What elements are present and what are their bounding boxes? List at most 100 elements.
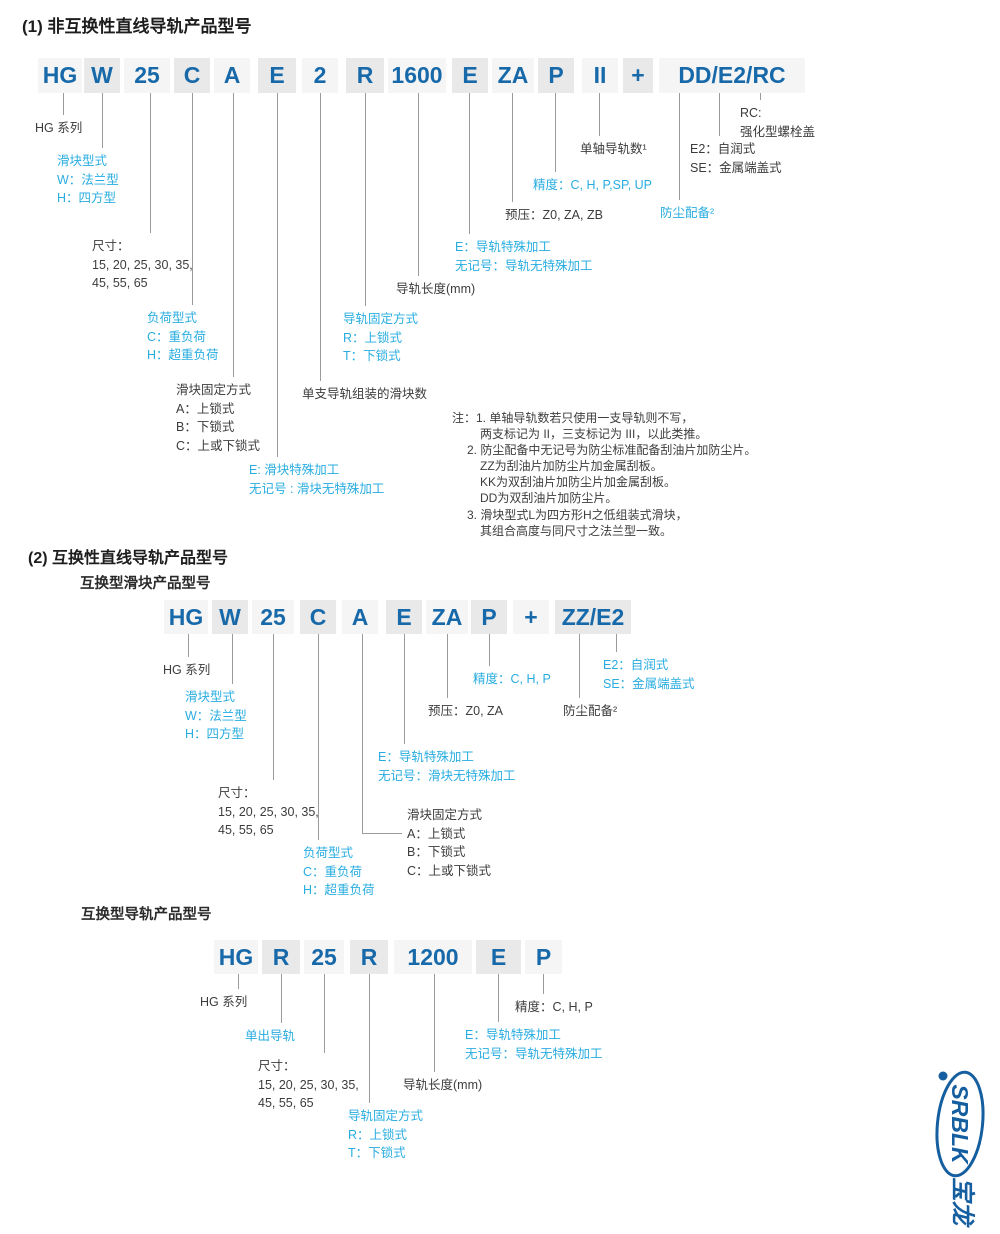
callout-line: 单出导轨 <box>245 1029 296 1043</box>
code-token: A <box>214 58 250 93</box>
code-token: W <box>84 58 120 93</box>
callout-label: 防尘配备² <box>563 702 617 721</box>
callout-line: 防尘配备² <box>563 704 618 718</box>
note-line: 其组合高度与同尺寸之法兰型一致。 <box>480 523 673 538</box>
callout-label: 单支导轨组装的滑块数 <box>302 385 427 404</box>
note-line: 2. 防尘配备中无记号为防尘标准配备刮油片加防尘片。 <box>467 443 757 458</box>
leader-line <box>63 93 64 115</box>
callout-line: H：超重负荷 <box>303 883 375 897</box>
callout-line: 无记号 : 滑块无特殊加工 <box>249 481 385 496</box>
note-line: 注：1. 单轴导轨数若只使用一支导轨则不写， <box>452 411 694 425</box>
leader-line <box>489 634 490 666</box>
notes-block: 注：1. 单轴导轨数若只使用一支导轨则不写，两支标记为 II，三支标记为 III… <box>452 410 756 539</box>
leader-line <box>150 93 151 233</box>
leader-line <box>188 634 189 657</box>
callout-label: 尺寸：15, 20, 25, 30, 35,45, 55, 65 <box>258 1057 359 1113</box>
callout-line: E2：自润式 <box>690 142 756 156</box>
code-token: II <box>582 58 618 93</box>
callout-label: HG 系列 <box>163 661 210 680</box>
section3-title: 互换型导轨产品型号 <box>81 907 212 923</box>
code-token: 25 <box>124 58 170 93</box>
callout-line: 45, 55, 65 <box>92 276 148 290</box>
code-token: 25 <box>304 940 344 974</box>
callout-line: E2：自润式 <box>603 658 669 672</box>
callout-line: W：法兰型 <box>57 172 119 187</box>
callout-line: 45, 55, 65 <box>258 1096 314 1110</box>
logo-ellipse <box>935 1070 985 1178</box>
leader-line <box>404 634 405 744</box>
callout-label: 尺寸：15, 20, 25, 30, 35,45, 55, 65 <box>218 784 319 840</box>
callout-line: 无记号：滑块无特殊加工 <box>378 768 516 783</box>
leader-line <box>238 974 239 989</box>
callout-line: C：上或下锁式 <box>176 438 261 453</box>
callout-line: 尺寸： <box>258 1059 296 1073</box>
callout-line: 导轨固定方式 <box>348 1109 424 1123</box>
leader-line <box>679 93 680 200</box>
callout-line: R：上锁式 <box>343 330 403 345</box>
leader-line <box>498 974 499 1022</box>
code-token: P <box>525 940 562 974</box>
leader-line <box>418 93 419 276</box>
leader-line <box>616 634 617 652</box>
callout-label: 单轴导轨数¹ <box>580 140 647 159</box>
callout-line: H：四方型 <box>185 727 245 741</box>
code-token: E <box>452 58 488 93</box>
section1-title: (1) 非互换性直线导轨产品型号 <box>22 17 252 36</box>
callout-line: RC: <box>740 106 762 120</box>
leader-line <box>320 93 321 381</box>
callout-line: A：上锁式 <box>176 401 235 416</box>
callout-line: 单轴导轨数¹ <box>580 142 647 156</box>
note-line: ZZ为刮油片加防尘片加金属刮板。 <box>480 459 663 474</box>
callout-line: 无记号：导轨无特殊加工 <box>465 1046 603 1061</box>
callout-line: SE：金属端盖式 <box>690 160 782 175</box>
leader-line <box>469 93 470 234</box>
logo-latin-text: SRBLK <box>947 1084 973 1165</box>
callout-line: 无记号：导轨无特殊加工 <box>455 258 593 273</box>
logo-cn-text: 宝龙 <box>949 1177 976 1228</box>
callout-label: 预压：Z0, ZA <box>428 702 503 721</box>
callout-line: 45, 55, 65 <box>218 823 274 837</box>
leader-line <box>324 974 325 1053</box>
leader-line <box>277 93 278 457</box>
callout-line: R：上锁式 <box>348 1127 408 1142</box>
callout-label: 导轨长度(mm) <box>396 280 475 299</box>
code-token: E <box>476 940 521 974</box>
callout-label: E: 滑块特殊加工无记号 : 滑块无特殊加工 <box>249 461 384 498</box>
callout-line: 预压：Z0, ZA, ZB <box>505 208 603 222</box>
section2-title: (2) 互换性直线导轨产品型号 <box>28 550 229 567</box>
callout-label: 精度：C, H, P <box>473 670 551 689</box>
section2-subtitle: 互换型滑块产品型号 <box>80 576 211 592</box>
leader-line <box>273 634 274 780</box>
callout-line: 预压：Z0, ZA <box>428 704 504 718</box>
callout-label: 导轨长度(mm) <box>403 1076 482 1095</box>
callout-line: H：超重负荷 <box>147 348 219 362</box>
callout-line: 15, 20, 25, 30, 35, <box>92 257 193 272</box>
callout-label: 防尘配备² <box>660 204 714 223</box>
callout-label: 单出导轨 <box>245 1027 295 1046</box>
code-token: 1600 <box>388 58 446 93</box>
srblk-logo: SRBLK 宝龙 <box>935 1070 985 1228</box>
callout-line: E：导轨特殊加工 <box>378 750 474 764</box>
callout-label: E2：自润式 SE：金属端盖式 <box>603 656 695 693</box>
callout-line: HG 系列 <box>200 995 248 1009</box>
callout-line: C：重负荷 <box>147 329 207 344</box>
callout-line: SE：金属端盖式 <box>603 676 695 691</box>
callout-line: 15, 20, 25, 30, 35, <box>218 804 319 819</box>
code-token: 25 <box>252 600 294 634</box>
leader-line <box>232 634 233 684</box>
callout-line: C：上或下锁式 <box>407 863 492 878</box>
code-token: C <box>174 58 210 93</box>
leader-line <box>434 974 435 1072</box>
callout-line: 尺寸： <box>92 239 130 253</box>
callout-line: H：四方型 <box>57 191 117 205</box>
code-token: P <box>471 600 507 634</box>
callout-line: 精度：C, H, P,SP, UP <box>533 178 653 192</box>
code-token: W <box>212 600 248 634</box>
